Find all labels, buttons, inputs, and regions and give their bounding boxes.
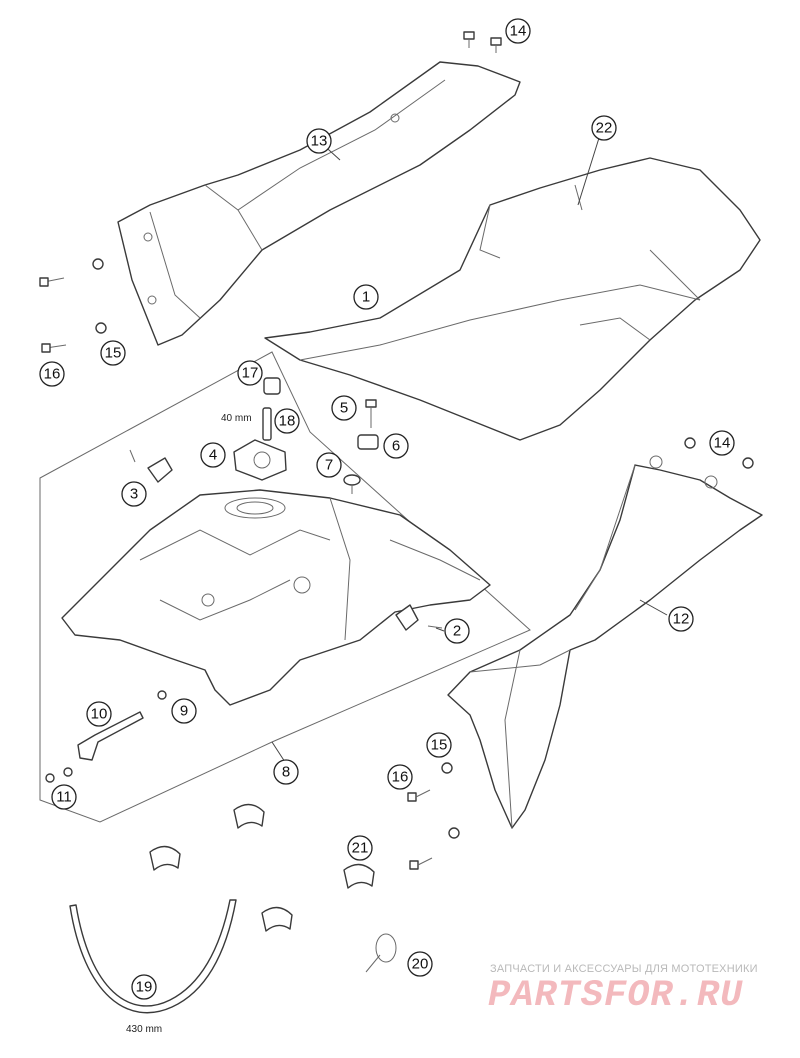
watermark-logo: PARTSFOR.RU xyxy=(488,975,744,1017)
callout-13: 13 xyxy=(306,128,332,154)
callout-9: 9 xyxy=(171,698,197,724)
svg-text:17: 17 xyxy=(242,365,259,382)
svg-text:4: 4 xyxy=(209,447,217,464)
callout-leaders xyxy=(271,137,668,763)
part-1-seat xyxy=(264,157,761,441)
part-20-cable-tie xyxy=(365,933,397,973)
callout-7: 7 xyxy=(316,452,342,478)
svg-text:18: 18 xyxy=(279,413,296,430)
hardware-fasteners xyxy=(39,31,754,870)
dimension-40mm: 40 mm xyxy=(221,413,252,424)
svg-text:22: 22 xyxy=(596,120,613,137)
callout-8: 8 xyxy=(273,759,299,785)
svg-text:16: 16 xyxy=(392,769,409,786)
svg-text:12: 12 xyxy=(673,611,690,628)
svg-text:14: 14 xyxy=(510,23,527,40)
svg-text:21: 21 xyxy=(352,840,369,857)
callout-14-right: 14 xyxy=(709,430,735,456)
svg-text:14: 14 xyxy=(714,435,731,452)
callout-10: 10 xyxy=(86,701,112,727)
callout-3: 3 xyxy=(121,481,147,507)
svg-text:8: 8 xyxy=(282,764,290,781)
callout-21: 21 xyxy=(347,835,373,861)
callout-2: 2 xyxy=(444,618,470,644)
svg-text:15: 15 xyxy=(105,345,122,362)
part-8-fuel-tank xyxy=(61,489,491,706)
svg-text:1: 1 xyxy=(362,289,370,306)
callout-22: 22 xyxy=(591,115,617,141)
part-21-hose-clips xyxy=(149,803,375,932)
svg-text:10: 10 xyxy=(91,706,108,723)
svg-text:7: 7 xyxy=(325,457,333,474)
callout-4: 4 xyxy=(200,442,226,468)
svg-text:5: 5 xyxy=(340,400,348,417)
svg-text:20: 20 xyxy=(412,956,429,973)
part-19-long-hose xyxy=(69,899,237,1014)
dimension-430mm: 430 mm xyxy=(126,1024,162,1035)
callout-18: 18 xyxy=(274,408,300,434)
callout-16-right: 16 xyxy=(387,764,413,790)
callout-16-left: 16 xyxy=(39,361,65,387)
callout-5: 5 xyxy=(331,395,357,421)
callouts: 1 2 3 4 5 6 7 8 9 10 11 12 13 14 14 15 1… xyxy=(39,18,735,1000)
callout-20: 20 xyxy=(407,951,433,977)
callout-17: 17 xyxy=(237,360,263,386)
callout-6: 6 xyxy=(383,433,409,459)
callout-15-right: 15 xyxy=(426,732,452,758)
svg-text:11: 11 xyxy=(56,789,72,806)
callout-11: 11 xyxy=(51,784,77,810)
callout-1: 1 xyxy=(353,284,379,310)
callout-12: 12 xyxy=(668,606,694,632)
part-13-left-side-cover xyxy=(117,61,521,346)
svg-text:3: 3 xyxy=(130,486,138,503)
svg-text:13: 13 xyxy=(311,133,328,150)
svg-text:16: 16 xyxy=(44,366,61,383)
part-12-right-side-cover xyxy=(447,455,763,829)
callout-15-left: 15 xyxy=(100,340,126,366)
svg-text:9: 9 xyxy=(180,703,188,720)
watermark-caption: ЗАПЧАСТИ И АКСЕССУАРЫ ДЛЯ МОТОТЕХНИКИ xyxy=(490,963,758,975)
svg-text:2: 2 xyxy=(453,623,461,640)
tank-group-outline xyxy=(39,351,531,823)
callout-19: 19 xyxy=(131,974,157,1000)
svg-text:19: 19 xyxy=(136,979,153,996)
svg-text:6: 6 xyxy=(392,438,400,455)
svg-text:15: 15 xyxy=(431,737,448,754)
callout-14-top: 14 xyxy=(505,18,531,44)
